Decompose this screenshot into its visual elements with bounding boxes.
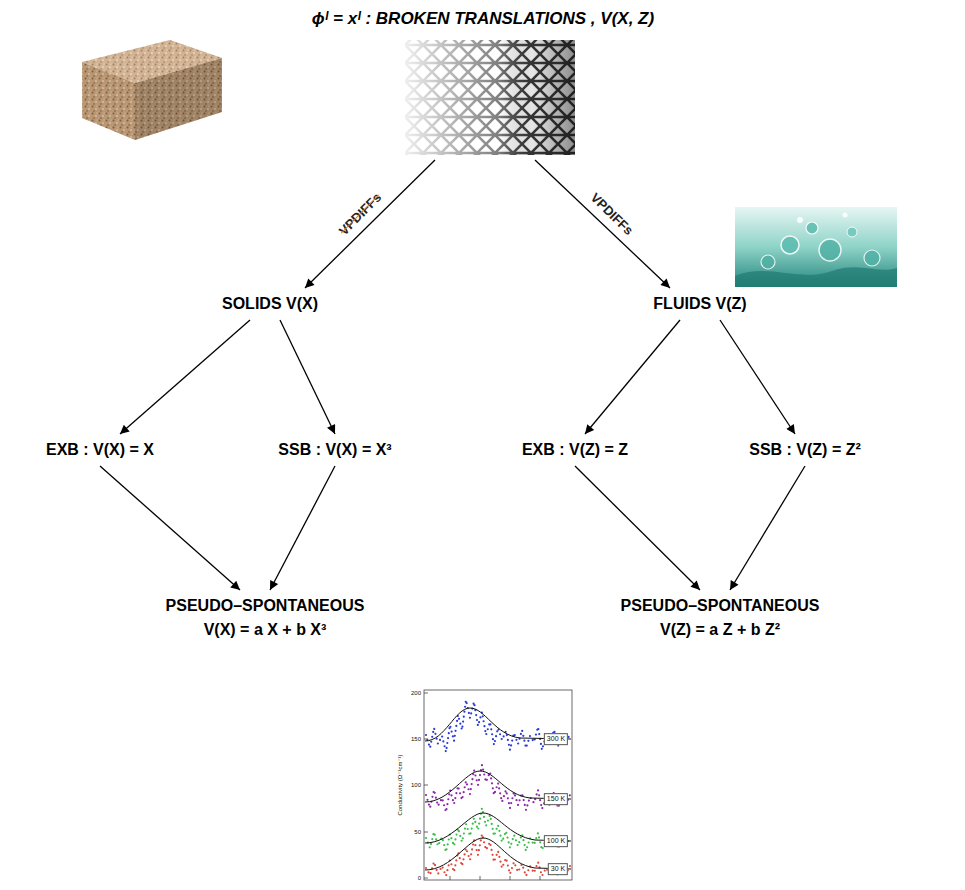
arrow-connector [305,160,435,288]
series-label: 150 K [544,793,568,805]
node-text: V(X) = a X + b X³ [166,618,365,642]
series-label: 300 K [544,733,568,745]
node-text: EXB : V(X) = X [46,438,154,462]
edge-label: VPDIFFs [588,190,637,238]
arrow-connector [720,320,795,434]
tick-label: 50 [414,829,421,836]
node-text: PSEUDO–SPONTANEOUS [621,594,820,618]
node-text: SSB : V(X) = X³ [278,438,391,462]
breaking-node: EXB : V(X) = X [42,436,158,464]
arrow-connector [585,320,680,434]
edge-label: VPDIFFs [336,190,384,239]
tick-label: 100 [411,782,421,789]
title-node: ϕᴵ = xᴵ : BROKEN TRANSLATIONS , V(X, Z) [308,4,658,158]
arrow-connector [575,466,700,590]
lattice-image [405,40,575,155]
arrow-connector [730,466,805,590]
node-text: V(Z) = a Z + b Z² [621,618,820,642]
node-text: ϕᴵ = xᴵ : BROKEN TRANSLATIONS , V(X, Z) [312,6,654,32]
category-node: FLUIDS V(Z) [649,290,750,318]
node-text: PSEUDO–SPONTANEOUS [166,594,365,618]
arrow-connector [120,320,250,434]
series-label: 100 K [544,835,568,847]
result-node: PSEUDO–SPONTANEOUSV(X) = a X + b X³ [162,592,369,644]
tick-label: 150 [411,736,421,743]
arrow-connector [270,466,335,590]
arrow-connector [100,466,240,590]
result-node: PSEUDO–SPONTANEOUSV(Z) = a Z + b Z² [617,592,824,644]
tick-label: 200 [411,690,421,697]
breaking-node: SSB : V(Z) = Z² [745,436,865,464]
series-label: 30 K [548,863,568,875]
arrow-connector [535,160,670,288]
breaking-node: SSB : V(X) = X³ [274,436,395,464]
arrow-connector [280,320,335,434]
node-text: SSB : V(Z) = Z² [749,438,861,462]
node-text: FLUIDS V(Z) [653,292,746,316]
axis-title: Conductivity (Ω⁻¹cm⁻¹) [397,754,404,815]
water-image [735,207,897,287]
conductivity-chart [424,690,572,880]
breaking-node: EXB : V(Z) = Z [518,436,632,464]
node-text: EXB : V(Z) = Z [522,438,628,462]
node-text: SOLIDS V(X) [222,292,318,316]
category-node: SOLIDS V(X) [218,290,322,318]
tick-label: 0 [418,875,421,882]
brick-image [82,40,222,140]
